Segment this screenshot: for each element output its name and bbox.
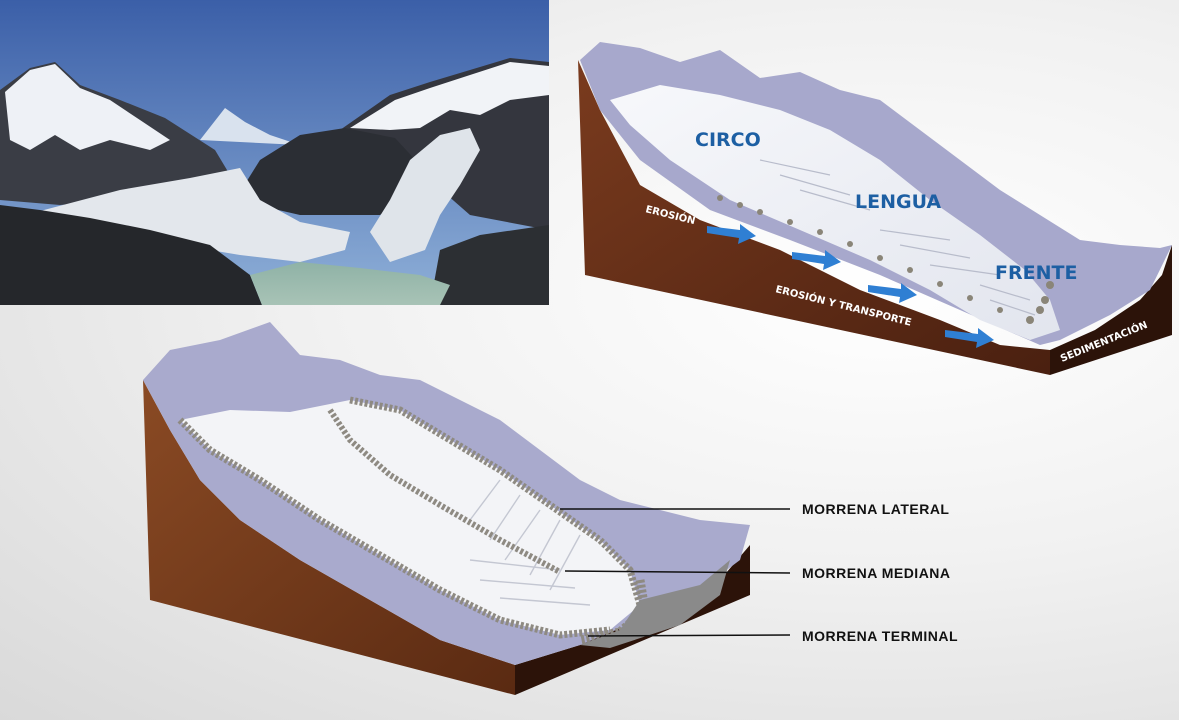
- photo-left-snow: [5, 64, 170, 150]
- photo-distant-peak: [200, 108, 300, 145]
- lateral-moraine-left: [177, 417, 611, 639]
- medial-moraine: [327, 408, 562, 575]
- upper-glacier-body: [610, 85, 1060, 340]
- photo-glacier-main: [25, 168, 350, 262]
- lower-block-right-face: [515, 545, 750, 695]
- upper-debris: [717, 195, 1054, 324]
- lateral-moraine-right: [349, 396, 644, 606]
- arrow-icon: [707, 224, 756, 244]
- process-arrows: [707, 224, 994, 348]
- upper-crevasses: [759, 159, 1036, 316]
- outwash-sediment: [580, 560, 730, 648]
- label-morrena-terminal: MORRENA TERMINAL: [802, 628, 958, 644]
- pointer-terminal: [587, 634, 791, 637]
- glacier-photo: [0, 0, 549, 305]
- photo-right-snow: [350, 62, 549, 130]
- label-morrena-mediana: MORRENA MEDIANA: [802, 565, 951, 581]
- label-morrena-lateral: MORRENA LATERAL: [802, 501, 950, 517]
- arrow-icon: [868, 283, 917, 303]
- label-circo: CIRCO: [695, 129, 761, 151]
- pointer-mediana: [564, 570, 791, 574]
- lower-crevasses: [469, 479, 591, 606]
- photo-foreground-rock: [0, 205, 262, 305]
- arrow-icon: [945, 328, 994, 348]
- upper-block-left-face: [578, 60, 1050, 375]
- photo-lake: [250, 262, 450, 305]
- label-frente: FRENTE: [995, 262, 1077, 284]
- arrow-icon: [792, 250, 841, 270]
- label-lengua: LENGUA: [855, 191, 941, 213]
- photo-central-mountain: [235, 128, 420, 215]
- lower-block-left-face: [143, 380, 515, 695]
- upper-block-right-face: [1050, 245, 1172, 375]
- photo-glacier-right: [370, 128, 480, 262]
- lower-glacier-body: [180, 400, 640, 635]
- photo-right-foreground: [430, 225, 549, 305]
